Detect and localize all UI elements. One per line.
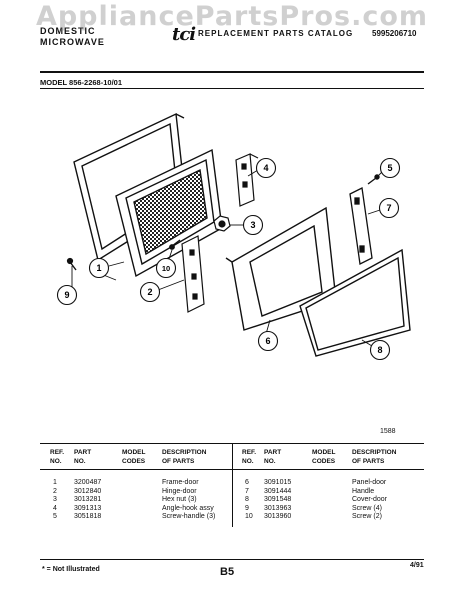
handle-part xyxy=(349,187,373,265)
catalog-title: REPLACEMENT PARTS CATALOG xyxy=(198,29,354,38)
callout-7: 7 xyxy=(378,197,400,219)
table-cell-desc: Panel-door xyxy=(352,479,387,486)
callout-3: 3 xyxy=(242,214,264,236)
table-cell-part: 3091548 xyxy=(264,496,292,504)
table-cell-ref: 5 xyxy=(53,513,57,521)
table-cell-part: 3051818 xyxy=(74,513,102,521)
table-cell-desc: Hinge-door xyxy=(162,487,197,495)
table-cell-ref: 1 xyxy=(53,479,57,486)
col-header-description: DESCRIPTION OF PARTS xyxy=(162,449,207,465)
table-cell-ref: 2 xyxy=(53,487,57,495)
table-cell-desc: Cover-door xyxy=(352,496,388,504)
table-cell-part: 3200487 xyxy=(74,479,102,486)
screw-part-10 xyxy=(169,239,181,250)
figure-number: 1588 xyxy=(380,428,396,435)
table-cell-part: 3013963 xyxy=(264,504,292,512)
angle-hook-part xyxy=(235,153,259,207)
table-cell-ref: 9 xyxy=(245,504,249,512)
svg-text:6: 6 xyxy=(265,336,270,346)
col-header-model-codes: MODEL CODES xyxy=(122,449,146,465)
callout-2: 2 xyxy=(139,281,161,303)
site-watermark: AppliancePartsPros.com xyxy=(35,1,429,32)
table-cell-desc: Frame-door xyxy=(162,479,199,486)
table-cell-ref: 8 xyxy=(245,496,249,504)
callout-4: 4 xyxy=(255,157,277,179)
exploded-parts-diagram: 1 2 3 4 5 6 7 8 xyxy=(56,112,411,361)
table-cell-part: 3091444 xyxy=(264,487,292,495)
svg-text:10: 10 xyxy=(162,264,170,273)
hinge-door-part xyxy=(181,235,205,313)
table-cell-ref: 6 xyxy=(245,479,249,486)
svg-text:3: 3 xyxy=(250,220,255,230)
page-code: B5 xyxy=(220,566,235,578)
footnote: * = Not Illustrated xyxy=(42,566,100,573)
table-cell-ref: 4 xyxy=(53,504,57,512)
hex-nut-part xyxy=(213,215,231,232)
col-header-part: PART NO. xyxy=(74,449,92,465)
table-cell-desc: Screw (4) xyxy=(352,504,382,512)
callout-1: 1 xyxy=(88,257,110,279)
col-header-ref-right: REF. NO. xyxy=(242,449,257,465)
svg-text:7: 7 xyxy=(386,203,391,213)
table-cell-part: 3091313 xyxy=(74,504,102,512)
brand-logo: tci xyxy=(172,24,196,45)
model-number: MODEL 856-2268-10/01 xyxy=(40,78,122,87)
svg-text:1: 1 xyxy=(96,263,101,273)
table-cell-desc: Hex nut (3) xyxy=(162,496,197,504)
table-cell-part: 3012840 xyxy=(74,487,102,495)
table-cell-ref: 7 xyxy=(245,487,249,495)
col-header-description-right: DESCRIPTION OF PARTS xyxy=(352,449,397,465)
svg-text:9: 9 xyxy=(64,290,69,300)
table-cell-desc: Angle-hook assy xyxy=(162,504,214,512)
print-date: 4/91 xyxy=(410,562,424,569)
svg-text:2: 2 xyxy=(147,287,152,297)
col-header-part-right: PART NO. xyxy=(264,449,282,465)
table-cell-desc: Screw-handle (3) xyxy=(162,513,216,521)
col-header-ref: REF. NO. xyxy=(50,449,65,465)
callout-6: 6 xyxy=(257,330,279,352)
table-cell-part: 3013960 xyxy=(264,513,292,521)
table-cell-desc: Screw (2) xyxy=(352,513,382,521)
callout-8: 8 xyxy=(369,339,391,361)
table-cell-ref: 3 xyxy=(53,496,57,504)
screw-part-9 xyxy=(66,257,77,271)
callout-5: 5 xyxy=(379,157,401,179)
callout-10: 10 xyxy=(155,257,177,279)
table-cell-desc: Handle xyxy=(352,487,375,495)
table-cell-part: 3013281 xyxy=(74,496,102,504)
header-rule xyxy=(40,71,424,73)
model-rule xyxy=(40,88,424,89)
table-center-divider xyxy=(232,443,233,527)
catalog-number: 5995206710 xyxy=(372,29,417,38)
cover-door-part xyxy=(299,248,411,357)
col-header-model-codes-right: MODEL CODES xyxy=(312,449,336,465)
svg-text:8: 8 xyxy=(377,345,382,355)
callout-9: 9 xyxy=(56,284,78,306)
category-line-1: DOMESTIC xyxy=(40,26,96,36)
table-cell-part: 3091015 xyxy=(264,479,292,486)
svg-text:4: 4 xyxy=(263,163,268,173)
svg-text:5: 5 xyxy=(387,163,392,173)
footer-rule xyxy=(40,559,424,560)
category-line-2: MICROWAVE xyxy=(40,37,105,47)
table-cell-ref: 10 xyxy=(245,513,253,521)
